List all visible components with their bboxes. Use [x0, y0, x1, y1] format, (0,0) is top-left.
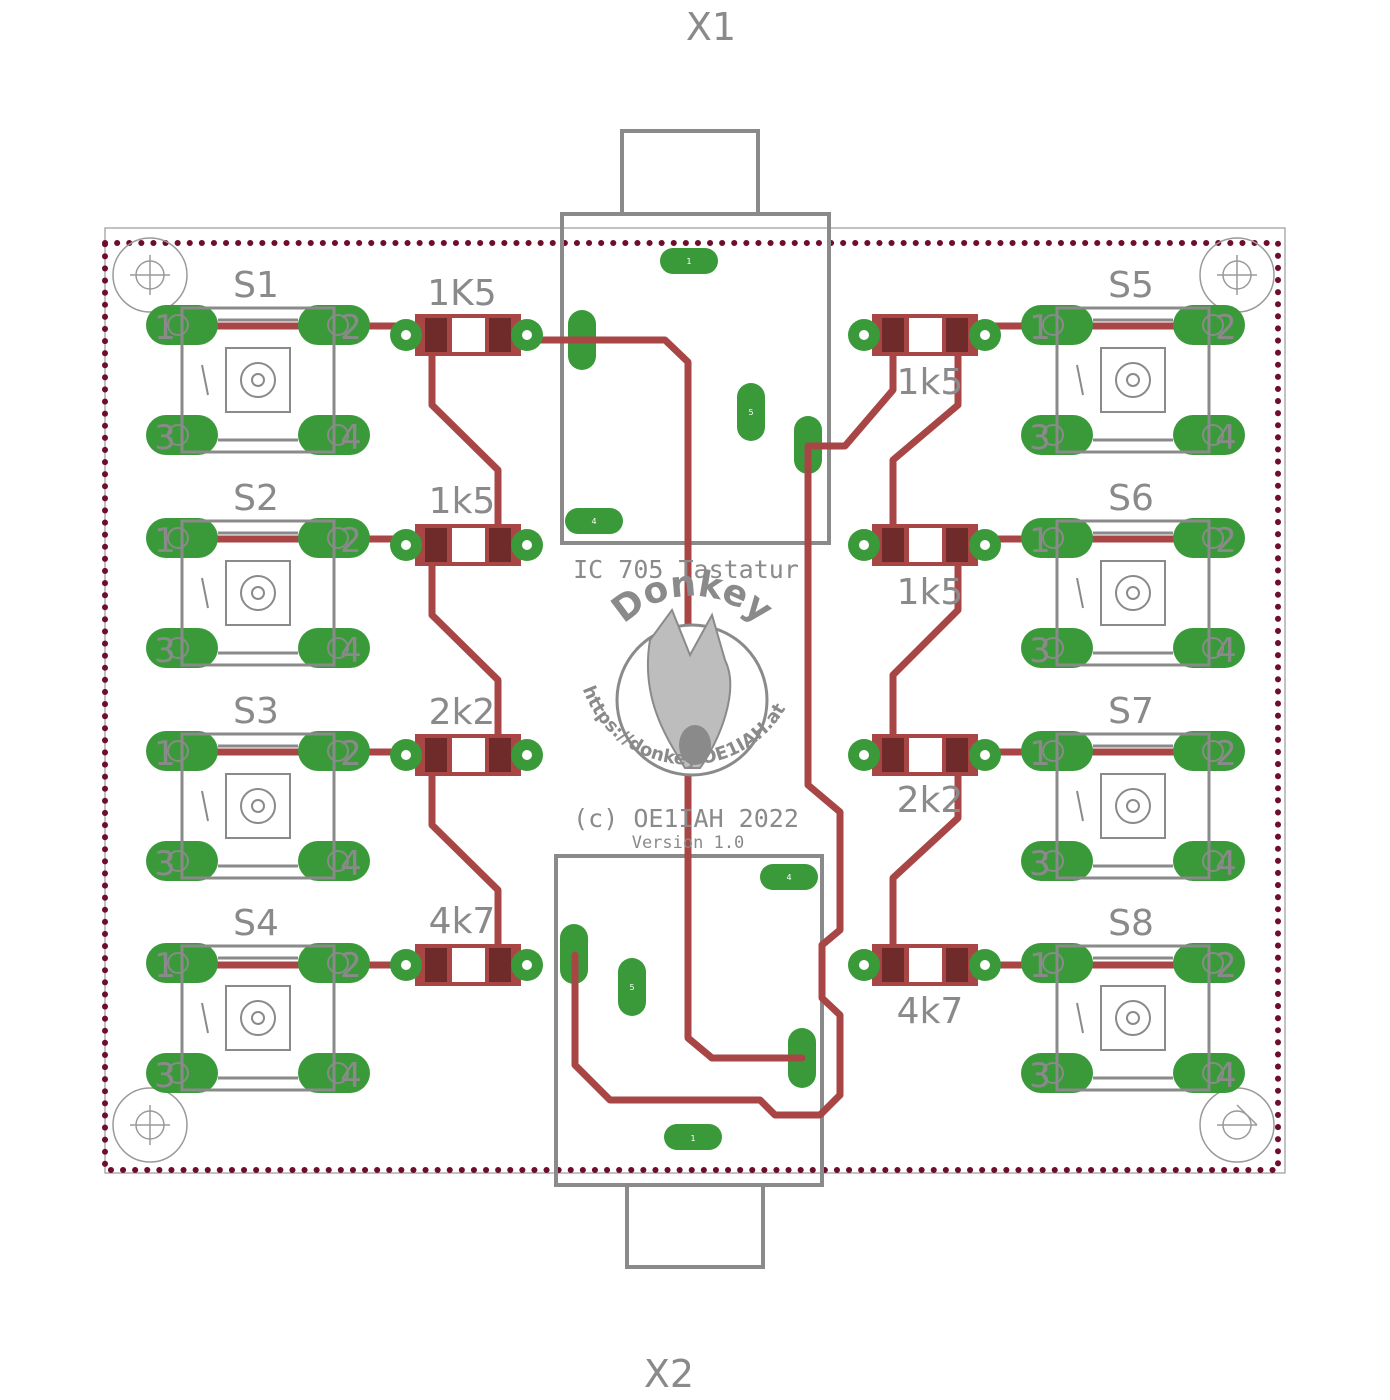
- switch-pin-label: 4: [340, 418, 362, 458]
- switch-pin-label: 3: [1029, 631, 1051, 671]
- switch-pin-label: 4: [340, 631, 362, 671]
- tactile-switch: S6 1 2 3 4: [1021, 478, 1245, 671]
- switch-pin-label: 3: [154, 1056, 176, 1096]
- switch-label: S2: [233, 478, 279, 519]
- board-title: IC 705 Tastatur: [573, 555, 799, 584]
- resistor-value: 4k7: [429, 901, 496, 942]
- tactile-switch: S5 1 2 3 4: [1021, 265, 1245, 458]
- switch-label: S1: [233, 265, 279, 306]
- switch-label: S8: [1108, 903, 1154, 944]
- switch-pin-label: 3: [1029, 418, 1051, 458]
- board-version: Version 1.0: [632, 833, 745, 853]
- switch-label: S4: [233, 903, 279, 944]
- switch-pin-label: 4: [1215, 844, 1237, 884]
- x2-pin-label: 1: [690, 1134, 695, 1143]
- switch-pin-label: 1: [1029, 946, 1051, 986]
- switch-pin-label: 3: [1029, 844, 1051, 884]
- resistor: 1k5: [848, 314, 1001, 403]
- resistor-value: 2k2: [429, 692, 496, 733]
- switch-label: S6: [1108, 478, 1154, 519]
- resistor: 1K5: [390, 273, 543, 356]
- switch-pin-label: 4: [1215, 1056, 1237, 1096]
- board-copyright: (c) OE1IAH 2022: [573, 804, 799, 833]
- connector-x2-label: X2: [644, 1352, 694, 1396]
- resistor-value: 1k5: [897, 572, 964, 613]
- tactile-switch: S4 1 2 3 4: [146, 903, 370, 1096]
- tactile-switch: S1 1 2 3 4: [146, 265, 370, 458]
- mounting-hole: [112, 1087, 188, 1163]
- switch-pin-label: 1: [154, 521, 176, 561]
- mounting-hole: [1199, 1087, 1275, 1163]
- tactile-switch: S8 1 2 3 4: [1021, 903, 1245, 1096]
- resistor-value: 2k2: [897, 780, 964, 821]
- x2-pin-label: 4: [786, 873, 791, 882]
- switch-pin-label: 1: [1029, 734, 1051, 774]
- switch-pin-label: 4: [1215, 631, 1237, 671]
- switch-pin-label: 3: [154, 418, 176, 458]
- switch-pin-label: 2: [340, 308, 362, 348]
- switch-label: S7: [1108, 691, 1154, 732]
- switch-pin-label: 2: [1215, 521, 1237, 561]
- switch-pin-label: 4: [340, 844, 362, 884]
- tactile-switch: S3 1 2 3 4: [146, 691, 370, 884]
- switch-pin-label: 1: [154, 946, 176, 986]
- switch-pin-label: 2: [340, 946, 362, 986]
- mounting-hole: [112, 237, 188, 313]
- resistors-left: 1K5 1k5 2k2 4k7: [390, 273, 543, 986]
- resistor: 2k2: [848, 734, 1001, 821]
- switch-pin-label: 1: [154, 308, 176, 348]
- switch-pin-label: 1: [1029, 308, 1051, 348]
- switch-pin-label: 3: [154, 844, 176, 884]
- switch-label: S5: [1108, 265, 1154, 306]
- x1-pin-label: 4: [591, 517, 596, 526]
- board-outline: [104, 227, 1286, 1174]
- switch-label: S3: [233, 691, 279, 732]
- x1-pin-label: 1: [686, 257, 691, 266]
- switch-pin-label: 1: [1029, 521, 1051, 561]
- resistor-value: 1K5: [427, 273, 496, 314]
- switch-pin-label: 2: [340, 521, 362, 561]
- connector-x1-label: X1: [686, 5, 736, 49]
- switch-pin-label: 2: [340, 734, 362, 774]
- resistor-value: 4k7: [897, 991, 964, 1032]
- resistor-value: 1k5: [429, 481, 496, 522]
- mounting-hole: [1199, 237, 1275, 313]
- x1-pin-label: 5: [748, 408, 753, 417]
- switch-pin-label: 4: [1215, 418, 1237, 458]
- switch-pin-label: 2: [1215, 946, 1237, 986]
- switch-pin-label: 2: [1215, 734, 1237, 774]
- resistor: 4k7: [390, 901, 543, 986]
- connector-x1: X1 1 5 4: [560, 5, 831, 545]
- switch-pin-label: 3: [1029, 1056, 1051, 1096]
- resistor: 4k7: [848, 944, 1001, 1032]
- tactile-switch: S2 1 2 3 4: [146, 478, 370, 671]
- switch-pin-label: 2: [1215, 308, 1237, 348]
- resistors-right: 1k5 1k5 2k2 4k7: [848, 314, 1001, 1032]
- resistor: 1k5: [390, 481, 543, 566]
- resistor: 1k5: [848, 524, 1001, 613]
- mounting-holes: [112, 237, 1275, 1163]
- resistor: 2k2: [390, 692, 543, 776]
- donkey-logo: Donkey https://donkey.OE1IAH.at: [578, 563, 790, 777]
- via-stitch-border: [102, 240, 1281, 1173]
- tactile-switch: S7 1 2 3 4: [1021, 691, 1245, 884]
- resistor-value: 1k5: [897, 362, 964, 403]
- switch-pin-label: 3: [154, 631, 176, 671]
- switch-pin-label: 4: [340, 1056, 362, 1096]
- x2-pin-label: 5: [629, 983, 634, 992]
- switch-pin-label: 1: [154, 734, 176, 774]
